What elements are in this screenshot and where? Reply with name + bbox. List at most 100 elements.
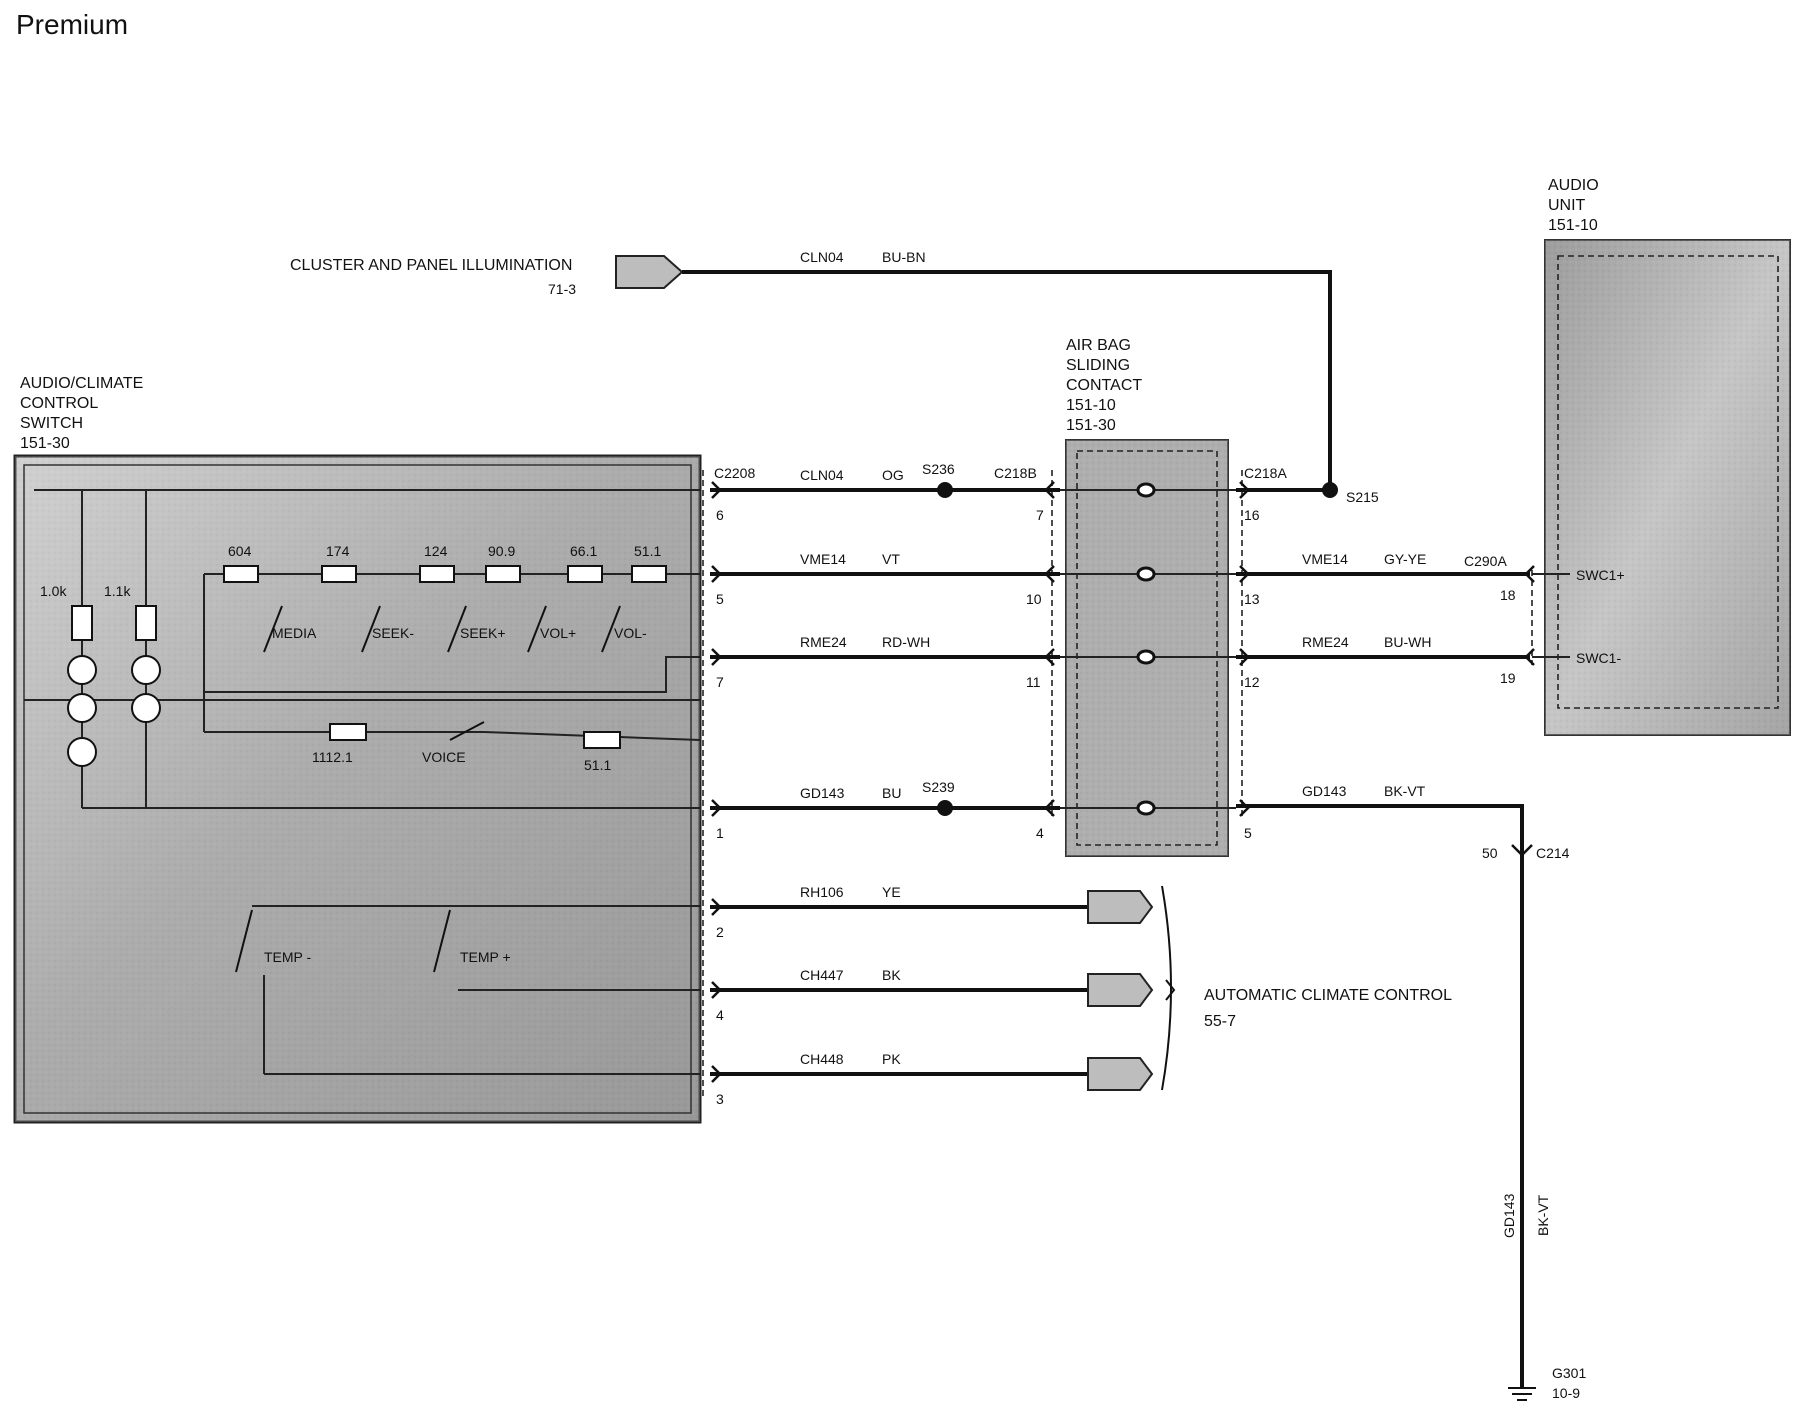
climate-ref: 55-7 xyxy=(1204,1013,1236,1030)
resistor-174-label: 174 xyxy=(326,543,350,559)
wire-label-cln04: CLN04 xyxy=(800,467,844,483)
pin-c2208-3: 3 xyxy=(716,1091,724,1107)
switch-temp-minus-label: TEMP - xyxy=(264,949,312,965)
wire-label-vme14-right: VME14 xyxy=(1302,551,1348,567)
wire-color-gd143-left: BU xyxy=(882,785,901,801)
airbag-contact-paths xyxy=(1060,482,1236,816)
airbag-label-line-3: CONTACT xyxy=(1066,377,1142,394)
connector-c290a-label: C290A xyxy=(1464,553,1507,569)
splice-s236-label: S236 xyxy=(922,461,955,477)
switch-resistor-bodies xyxy=(71,565,667,749)
audio-unit-box xyxy=(1544,239,1791,736)
climate-label: AUTOMATIC CLIMATE CONTROL xyxy=(1204,987,1452,1004)
voice-resistor-1112-label: 1112.1 xyxy=(312,749,353,765)
connector-arrows xyxy=(711,481,1535,1083)
audio-pin-swc1-minus: SWC1- xyxy=(1576,650,1621,666)
pin-c2208-1: 1 xyxy=(716,825,724,841)
wire-label-vme14-left: VME14 xyxy=(800,551,846,567)
splice-s236-dot xyxy=(937,482,953,498)
audio-label-line-3: 151-10 xyxy=(1548,217,1598,234)
splice-s239-dot xyxy=(937,800,953,816)
resistor-661-label: 66.1 xyxy=(570,543,597,559)
ground-ref: 10-9 xyxy=(1552,1385,1580,1401)
connector-c218a-label: C218A xyxy=(1244,465,1287,481)
wire-color-gd143-vert: BK-VT xyxy=(1535,1194,1551,1236)
pin-c218b-4: 4 xyxy=(1036,825,1044,841)
switch-lamps xyxy=(67,655,161,767)
pin-c218a-13: 13 xyxy=(1244,591,1260,607)
switch-label-line-1: AUDIO/CLIMATE xyxy=(20,375,143,392)
wire-color-cln04: OG xyxy=(882,467,904,483)
lamp-resistor-1k1-label: 1.1k xyxy=(104,583,131,599)
wire-label-rme24-right: RME24 xyxy=(1302,634,1349,650)
airbag-label-line-1: AIR BAG xyxy=(1066,337,1131,354)
audio-pin-swc1-plus: SWC1+ xyxy=(1576,567,1625,583)
switch-seek-plus-label: SEEK+ xyxy=(460,625,506,641)
cluster-ref: 71-3 xyxy=(548,281,576,297)
switch-temp-plus-label: TEMP + xyxy=(460,949,511,965)
wire-color-ch447: BK xyxy=(882,967,901,983)
wire-label-gd143-left: GD143 xyxy=(800,785,845,801)
pin-c218b-7: 7 xyxy=(1036,507,1044,523)
pin-c2208-6: 6 xyxy=(716,507,724,523)
airbag-label-line-5: 151-30 xyxy=(1066,417,1116,434)
switch-media-label: MEDIA xyxy=(272,625,317,641)
wire-label-gd143-right: GD143 xyxy=(1302,783,1347,799)
page-title: Premium xyxy=(16,9,128,40)
wire-cln04-top xyxy=(615,255,1332,491)
splice-s215-dot xyxy=(1322,482,1338,498)
switch-seek-minus-label: SEEK- xyxy=(372,625,414,641)
lamp-resistor-1k0-label: 1.0k xyxy=(40,583,67,599)
audio-label-line-2: UNIT xyxy=(1548,197,1586,214)
switch-vol-minus-label: VOL- xyxy=(614,625,647,641)
switch-label-line-3: SWITCH xyxy=(20,415,83,432)
connector-c214-label: C214 xyxy=(1536,845,1570,861)
pin-c2208-7: 7 xyxy=(716,674,724,690)
pin-c218b-10: 10 xyxy=(1026,591,1042,607)
splice-s239-label: S239 xyxy=(922,779,955,795)
pin-c218a-5: 5 xyxy=(1244,825,1252,841)
wire-label-ch447: CH447 xyxy=(800,967,844,983)
wire-color-cln04-top: BU-BN xyxy=(882,249,926,265)
airbag-label-line-2: SLIDING xyxy=(1066,357,1130,374)
climate-connectors xyxy=(1087,885,1176,1091)
wire-label-rh106: RH106 xyxy=(800,884,844,900)
splice-s215-label: S215 xyxy=(1346,489,1379,505)
audio-label-line-1: AUDIO xyxy=(1548,177,1599,194)
wire-color-rme24-right: BU-WH xyxy=(1384,634,1431,650)
switch-vol-plus-label: VOL+ xyxy=(540,625,576,641)
wire-color-rme24-left: RD-WH xyxy=(882,634,930,650)
audio-climate-switch-box xyxy=(13,454,702,1124)
wire-color-ch448: PK xyxy=(882,1051,901,1067)
wire-label-gd143-vert: GD143 xyxy=(1501,1193,1517,1238)
wire-label-rme24-left: RME24 xyxy=(800,634,847,650)
pin-c2208-4: 4 xyxy=(716,1007,724,1023)
pin-c290a-19: 19 xyxy=(1500,670,1516,686)
pin-c214-50: 50 xyxy=(1482,845,1498,861)
resistor-511-label: 51.1 xyxy=(634,543,661,559)
wire-color-vme14-right: GY-YE xyxy=(1384,551,1426,567)
pin-c290a-18: 18 xyxy=(1500,587,1516,603)
ground-symbol xyxy=(1508,1387,1536,1401)
switch-contacts xyxy=(235,605,621,973)
cluster-label: CLUSTER AND PANEL ILLUMINATION xyxy=(290,257,572,274)
pin-c218b-11: 11 xyxy=(1026,674,1041,690)
airbag-sliding-contact-box xyxy=(1065,439,1229,857)
connector-c2208-label: C2208 xyxy=(714,465,755,481)
resistor-124-label: 124 xyxy=(424,543,448,559)
wire-color-rh106: YE xyxy=(882,884,901,900)
wire-label-ch448: CH448 xyxy=(800,1051,844,1067)
wire-color-vme14-left: VT xyxy=(882,551,900,567)
resistor-604-label: 604 xyxy=(228,543,252,559)
airbag-label-line-4: 151-10 xyxy=(1066,397,1116,414)
pin-c218a-12: 12 xyxy=(1244,674,1260,690)
wire-label-cln04-top: CLN04 xyxy=(800,249,844,265)
pin-c2208-2: 2 xyxy=(716,924,724,940)
switch-label-line-2: CONTROL xyxy=(20,395,98,412)
pin-c2208-5: 5 xyxy=(716,591,724,607)
resistor-909-label: 90.9 xyxy=(488,543,515,559)
switch-voice-label: VOICE xyxy=(422,749,466,765)
connector-c218b-label: C218B xyxy=(994,465,1037,481)
voice-resistor-511-label: 51.1 xyxy=(584,757,611,773)
